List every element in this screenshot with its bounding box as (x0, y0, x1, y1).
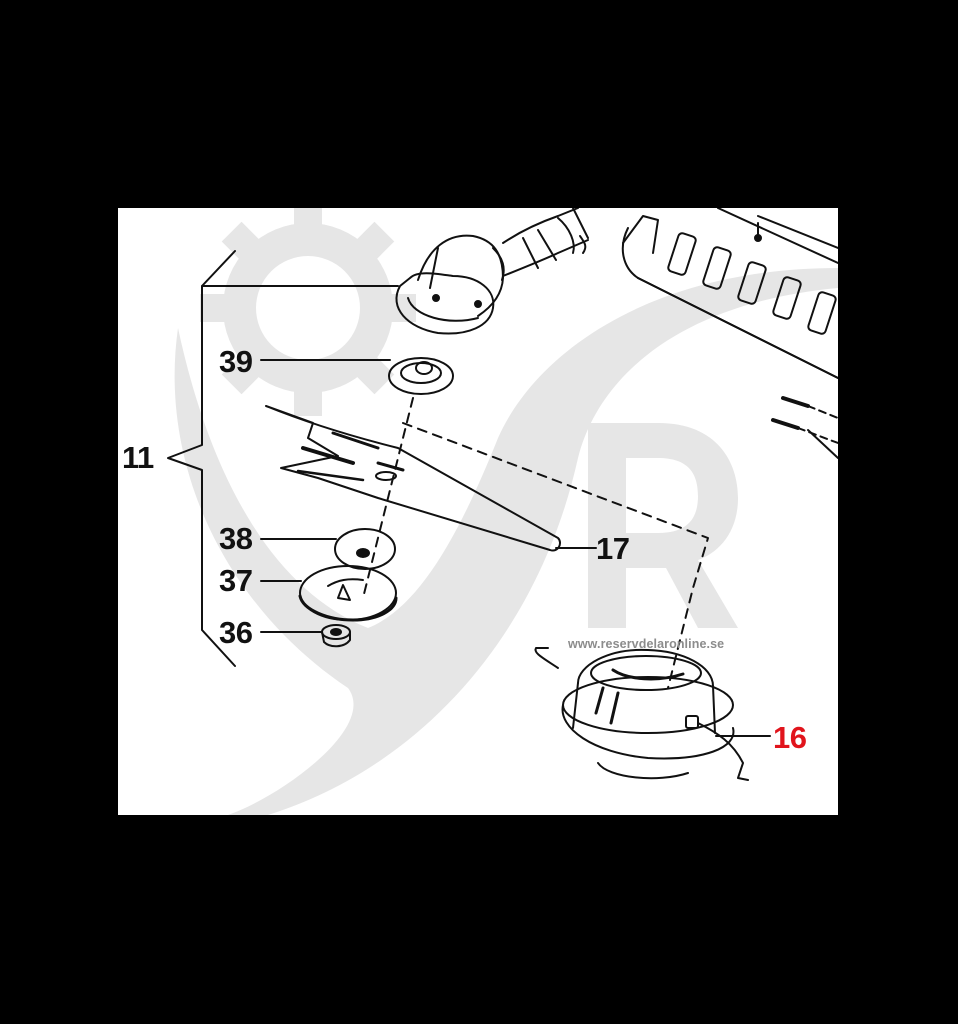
gearbox-part (395, 208, 589, 335)
part-17-blade (265, 405, 597, 552)
group-11-bracket (167, 250, 399, 667)
part-38-flange-washer (260, 528, 396, 570)
gear-icon (200, 208, 416, 416)
part-39-support-cup (260, 357, 454, 395)
part-36-nut (260, 624, 351, 648)
parts-diagram-art (167, 208, 838, 815)
callout-39: 39 (219, 344, 253, 379)
housing-part (621, 208, 838, 459)
callout-11: 11 (122, 440, 154, 475)
callout-16: 16 (773, 720, 807, 755)
part-16-trimmer-head (534, 647, 771, 781)
callout-17: 17 (596, 531, 630, 566)
callout-37: 37 (219, 563, 253, 598)
watermark-logo (174, 208, 838, 815)
watermark-url: www.reservdelaronline.se (568, 637, 725, 651)
callout-38: 38 (219, 521, 253, 556)
assembly-centerline (362, 397, 709, 689)
callout-36: 36 (219, 615, 253, 650)
diagram-panel: www.reservdelaronline.se 11 39 17 38 37 … (118, 208, 838, 815)
part-37-guard-disc (260, 565, 398, 622)
